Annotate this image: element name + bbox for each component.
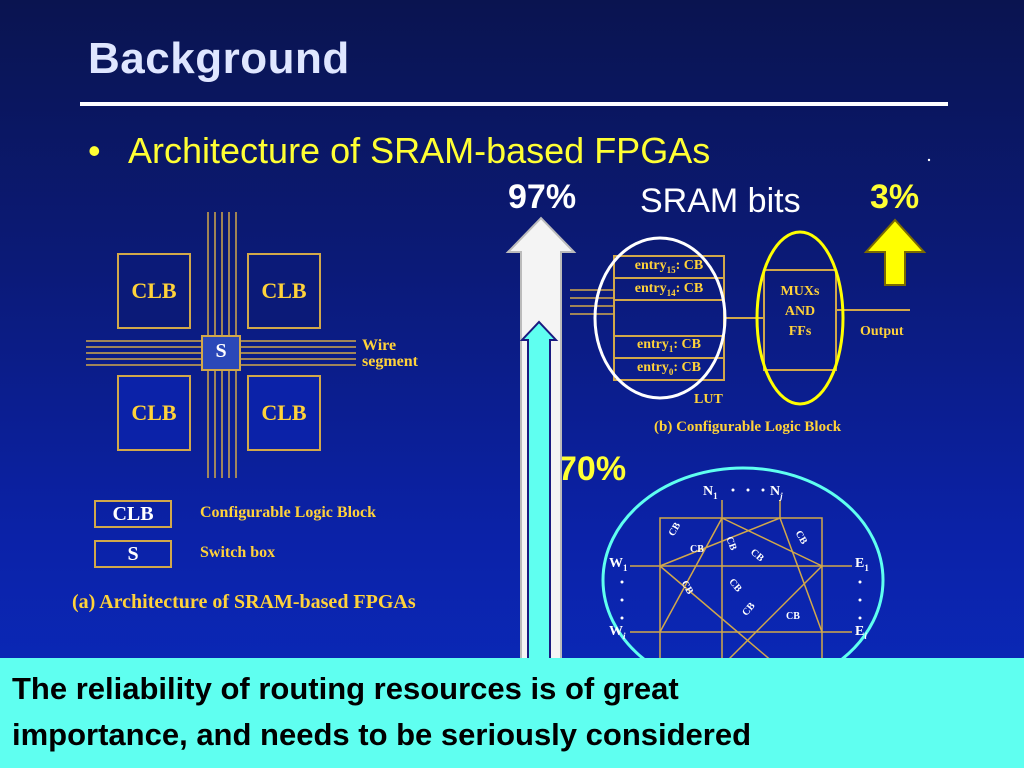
w1-sub: 1: [623, 562, 628, 573]
entry15-sub: 15: [666, 264, 676, 275]
wire-segment-line2: segment: [362, 353, 418, 370]
banner-line-1: The reliability of routing resources is …: [12, 671, 679, 706]
cb-label-2: CB: [690, 544, 704, 555]
north-label-1: N1: [703, 484, 718, 501]
wi-sub: i: [623, 630, 626, 641]
clb-label-br: CLB: [261, 400, 307, 425]
east-label-i: Ei: [855, 624, 867, 641]
clb-label-tl: CLB: [131, 278, 177, 303]
lut-entry-0: entry0: CB: [614, 360, 724, 377]
mux-line3: FFs: [788, 324, 812, 339]
entry15-suffix: : CB: [675, 258, 704, 273]
bullet-item: • Architecture of SRAM-based FPGAs: [88, 130, 710, 172]
w1-name: W: [609, 556, 623, 571]
takeaway-banner: The reliability of routing resources is …: [0, 658, 1024, 768]
arrow-yellow: [863, 218, 927, 286]
west-label-1: W1: [609, 556, 628, 573]
mux-highlight-ellipse: [755, 230, 845, 406]
west-label-i: Wi: [609, 624, 626, 641]
wire-segment-line1: Wire: [362, 337, 397, 354]
pct-70: 70%: [558, 450, 627, 488]
lut-entry-15: entry15: CB: [614, 258, 724, 275]
title-divider: [80, 102, 948, 106]
north-label-j: Nj: [770, 484, 783, 501]
legend-clb-box: CLB: [94, 500, 172, 528]
lut-input-lines: [570, 289, 614, 315]
cb-label-9: CB: [786, 611, 800, 622]
entry1-sub: 1: [668, 343, 674, 354]
e1-name: E: [855, 556, 865, 571]
clb-label-tr: CLB: [261, 278, 307, 303]
pct-97: 97%: [508, 178, 577, 216]
lut-entry-1: entry1: CB: [614, 337, 724, 354]
slide-title: Background: [88, 34, 350, 83]
lut-highlight-ellipse: [593, 236, 727, 400]
e1-sub: 1: [864, 562, 869, 573]
n1-sub: 1: [713, 490, 718, 501]
banner-line-2: importance, and needs to be seriously co…: [12, 717, 752, 752]
mux-line1: MUXs: [780, 284, 820, 299]
clb-box-br: [247, 375, 321, 451]
wire-segment-label: Wire segment: [362, 338, 418, 370]
switch-box: [201, 335, 241, 371]
entry1-name: entry: [636, 337, 669, 352]
ei-name: E: [855, 624, 865, 639]
legend-clb-text: Configurable Logic Block: [200, 504, 377, 521]
caption-b: (b) Configurable Logic Block: [654, 419, 842, 435]
entry1-suffix: : CB: [673, 337, 701, 352]
switch-detail-wires: [630, 500, 852, 669]
clb-box-tr: [247, 253, 321, 329]
clb-label-bl: CLB: [131, 400, 177, 425]
entry14-name: entry: [634, 281, 667, 296]
mux-line2: AND: [784, 304, 816, 319]
mux-label: MUXs AND FFs: [764, 282, 836, 342]
entry0-sub: 0: [668, 366, 674, 377]
ei-sub: i: [864, 630, 867, 641]
wi-name: W: [609, 624, 623, 639]
entry14-suffix: : CB: [675, 281, 704, 296]
mux-box: [763, 269, 837, 371]
lut-label: LUT: [694, 392, 723, 407]
pct-3: 3%: [870, 178, 920, 216]
legend-switch-text: Switch box: [200, 544, 276, 561]
switch-label: S: [215, 340, 227, 362]
clb-box-bl: [117, 375, 191, 451]
output-label: Output: [860, 324, 904, 339]
bullet-dot: •: [88, 130, 101, 171]
sram-bits-label: SRAM bits: [640, 182, 801, 220]
legend-switch-box: S: [94, 540, 172, 568]
entry15-name: entry: [634, 258, 667, 273]
dot-leaders: [620, 158, 931, 620]
nj-sub: j: [780, 490, 783, 501]
caption-a: (a) Architecture of SRAM-based FPGAs: [72, 591, 416, 613]
bullet-text: Architecture of SRAM-based FPGAs: [128, 130, 711, 171]
clb-box-tl: [117, 253, 191, 329]
n1-name: N: [703, 484, 714, 499]
east-label-1: E1: [855, 556, 869, 573]
entry14-sub: 14: [666, 287, 676, 298]
entry0-name: entry: [636, 360, 669, 375]
lut-entry-14: entry14: CB: [614, 281, 724, 298]
entry0-suffix: : CB: [673, 360, 701, 375]
nj-name: N: [770, 484, 781, 499]
